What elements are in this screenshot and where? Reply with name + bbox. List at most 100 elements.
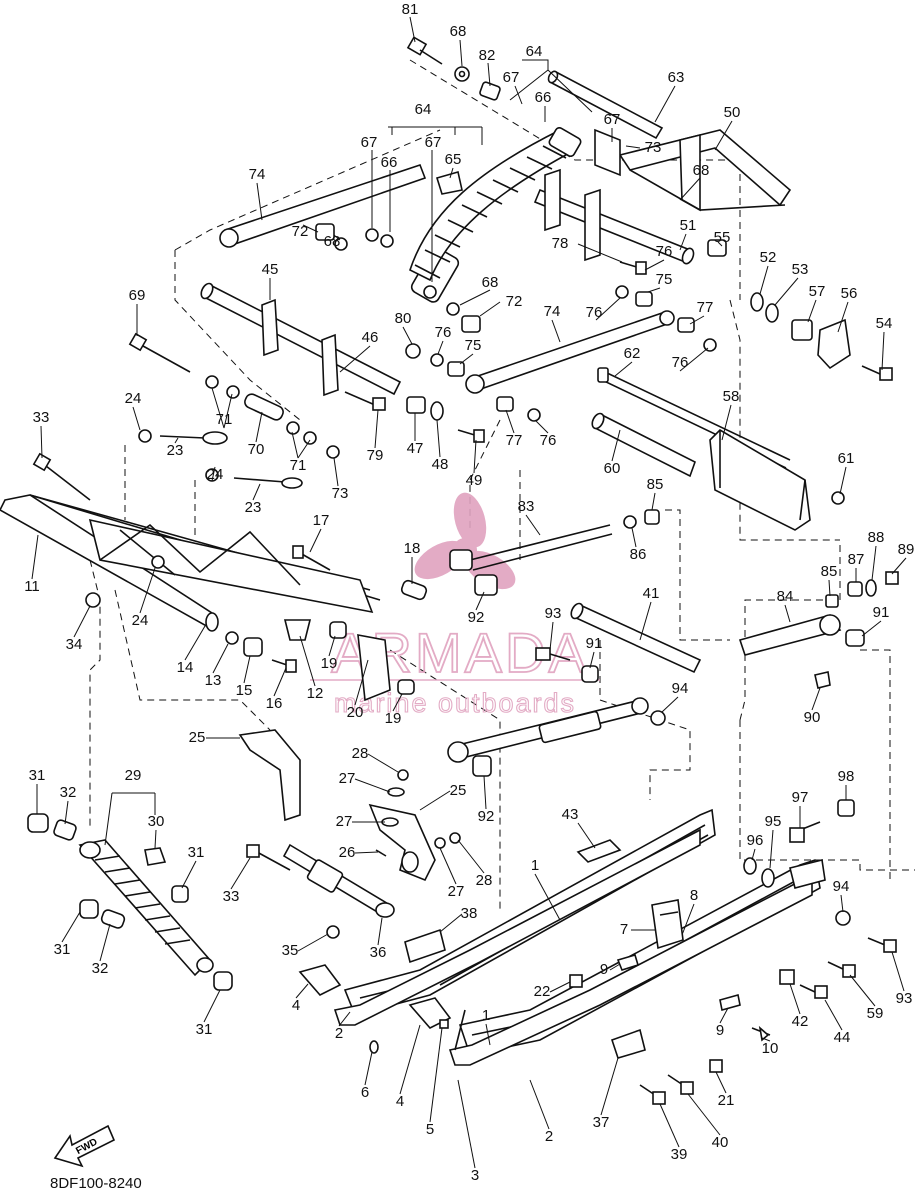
rod-74-middle (465, 310, 675, 394)
callout-67: 67 (604, 111, 621, 128)
spring-seat-65 (435, 170, 463, 195)
callout-57: 57 (809, 283, 826, 300)
stopper-7-8 (651, 899, 684, 950)
callout-44: 44 (834, 1029, 851, 1046)
callout-89: 89 (898, 541, 915, 558)
rivet-10 (751, 1025, 771, 1042)
callout-93: 93 (545, 605, 562, 622)
rear-shock-29 (78, 839, 214, 977)
washer-94-upper (650, 710, 666, 726)
callout-12: 12 (307, 685, 324, 702)
upper-arm-50 (618, 129, 792, 212)
callout-33: 33 (223, 888, 240, 905)
callout-74: 74 (544, 303, 561, 320)
callout-50: 50 (724, 104, 741, 121)
callout-5: 5 (426, 1121, 434, 1138)
callout-71: 71 (216, 411, 233, 428)
slide-rail-left (333, 808, 716, 1026)
callout-91: 91 (586, 635, 603, 652)
shock-bushings-31-32 (27, 813, 233, 991)
washers-71-70 (205, 375, 317, 445)
callout-25: 25 (189, 729, 206, 746)
bolts-49-78 (457, 261, 647, 443)
callout-78: 78 (552, 235, 569, 252)
callout-60: 60 (604, 460, 621, 477)
callout-86: 86 (630, 546, 647, 563)
callout-95: 95 (765, 813, 782, 830)
shaft-45 (200, 282, 402, 397)
collars-72-80-75-76 (405, 302, 541, 422)
callout-29: 29 (125, 767, 142, 784)
callout-43: 43 (562, 806, 579, 823)
front-arm-frame-11 (0, 494, 381, 632)
callout-37: 37 (593, 1114, 610, 1131)
collar-72-upper (315, 223, 335, 241)
callout-76: 76 (435, 324, 452, 341)
callout-31: 31 (54, 941, 71, 958)
callout-91: 91 (873, 604, 890, 621)
callout-63: 63 (668, 69, 685, 86)
callout-24: 24 (132, 612, 149, 629)
callout-81: 81 (402, 1, 419, 18)
callout-34: 34 (66, 636, 83, 653)
bolts-39-40-21-22 (569, 974, 723, 1105)
callout-25: 25 (450, 782, 467, 799)
callout-92: 92 (468, 609, 485, 626)
leader-lines (31, 16, 907, 1169)
callout-98: 98 (838, 768, 855, 785)
propeller-logo (414, 492, 516, 590)
callout-64: 64 (415, 101, 432, 118)
cable-23-upper (159, 431, 228, 445)
nuts-24 (138, 429, 219, 482)
callout-40: 40 (712, 1134, 729, 1151)
callout-28: 28 (476, 872, 493, 889)
callout-88: 88 (868, 529, 885, 546)
clip-37 (610, 1028, 646, 1059)
callout-41: 41 (643, 585, 660, 602)
callout-16: 16 (266, 695, 283, 712)
callout-76: 76 (586, 304, 603, 321)
slide-rail-right (448, 858, 826, 1066)
callout-18: 18 (404, 540, 421, 557)
callout-80: 80 (395, 310, 412, 327)
callout-6: 6 (361, 1084, 369, 1101)
callout-23: 23 (167, 442, 184, 459)
callout-75: 75 (656, 271, 673, 288)
nut-68-top (454, 66, 470, 82)
callout-76: 76 (656, 243, 673, 260)
bush-91-mid (581, 665, 599, 683)
collars-87-88-89 (847, 571, 899, 597)
callout-85: 85 (821, 563, 838, 580)
callout-76: 76 (672, 354, 689, 371)
callout-31: 31 (188, 844, 205, 861)
callout-27: 27 (448, 883, 465, 900)
callout-58: 58 (723, 388, 740, 405)
plates-9 (616, 954, 741, 1012)
callout-28: 28 (352, 745, 369, 762)
callout-21: 21 (718, 1092, 735, 1109)
cable-23-lower (233, 477, 303, 489)
callout-73: 73 (645, 139, 662, 156)
washers-66-67 (365, 228, 437, 299)
callout-38: 38 (461, 905, 478, 922)
callout-19: 19 (385, 710, 402, 727)
collar-55 (707, 239, 727, 257)
collars-85-86 (623, 509, 660, 529)
callout-31: 31 (196, 1021, 213, 1038)
arm-84 (738, 594, 842, 656)
fwd-arrow: FWD (53, 1124, 116, 1168)
callout-66: 66 (381, 154, 398, 171)
callout-72: 72 (292, 223, 309, 240)
callout-35: 35 (282, 942, 299, 959)
callout-68: 68 (693, 162, 710, 179)
callout-75: 75 (465, 337, 482, 354)
callout-52: 52 (760, 249, 777, 266)
callout-4: 4 (292, 997, 300, 1014)
callout-23: 23 (245, 499, 262, 516)
shaft-41 (570, 602, 702, 674)
shaft-83 (449, 524, 613, 596)
callout-31: 31 (29, 767, 46, 784)
callout-96: 96 (747, 832, 764, 849)
callout-82: 82 (479, 47, 496, 64)
